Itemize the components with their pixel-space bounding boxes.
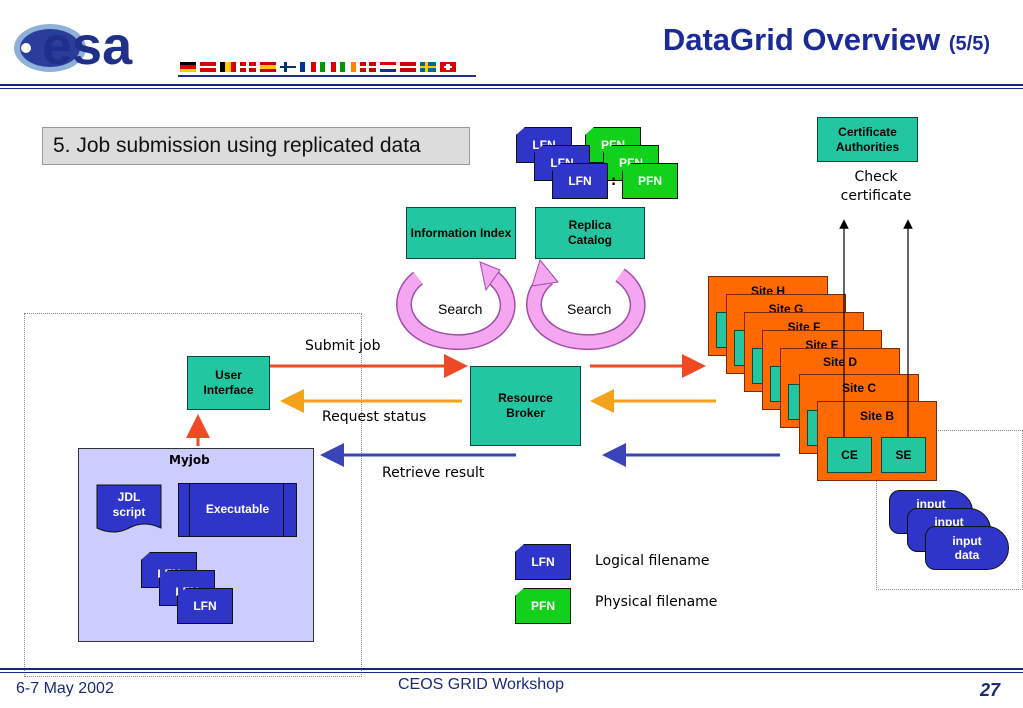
header-rule <box>0 84 1023 86</box>
retrieve-result-label: Retrieve result <box>382 465 485 481</box>
replica-pfn-tag-3: PFN <box>622 163 678 199</box>
input-data-disk-3: input data <box>925 526 1009 570</box>
replica-lfn-tag-3: LFN <box>552 163 608 199</box>
replica-catalog-label: Replica Catalog <box>567 218 612 247</box>
myjob-lfn-tag-3: LFN <box>177 588 233 624</box>
resource-broker[interactable]: Resource Broker <box>470 366 581 446</box>
jdl-script-label: JDL script <box>112 490 146 519</box>
executable-box[interactable]: Executable <box>178 483 297 537</box>
certificate-authorities-label: Certificate Authorities <box>835 124 900 154</box>
footer-event: CEOS GRID Workshop <box>398 676 564 693</box>
replica-ellipsis: : <box>611 174 617 189</box>
site-b-se[interactable]: SE <box>881 437 926 473</box>
header-rule-thin <box>0 88 1023 89</box>
logo-text: esa <box>42 16 133 76</box>
request-status-label: Request status <box>322 409 427 425</box>
jdl-script-doc[interactable]: JDL script <box>96 484 162 536</box>
site-d-label: Site D <box>822 355 857 369</box>
resource-broker-label: Resource Broker <box>498 391 553 420</box>
legend-pfn-text: Physical filename <box>595 594 718 610</box>
legend-lfn-tag: LFN <box>515 544 571 580</box>
title-main: DataGrid Overview <box>662 22 941 57</box>
executable-label: Executable <box>205 502 270 516</box>
site-c-label: Site C <box>841 381 876 395</box>
footer-date: 6-7 May 2002 <box>16 680 114 697</box>
site-b-label: Site B <box>859 409 894 423</box>
slide-subtitle: 5. Job submission using replicated data <box>42 127 470 165</box>
user-side-boundary <box>24 313 362 677</box>
search-left-label: Search <box>438 301 483 317</box>
submit-job-label: Submit job <box>305 338 381 354</box>
esa-logo: esa <box>8 14 478 80</box>
search-right-label: Search <box>567 301 612 317</box>
page-title: DataGrid Overview (5/5) <box>520 22 990 58</box>
myjob-title: Myjob <box>169 453 210 467</box>
legend-pfn-tag: PFN <box>515 588 571 624</box>
replica-catalog[interactable]: Replica Catalog <box>535 207 645 259</box>
user-interface[interactable]: User Interface <box>187 356 270 410</box>
check-certificate-label: Check certificate <box>840 169 912 204</box>
information-index-label: Information Index <box>410 225 512 240</box>
certificate-authorities[interactable]: Certificate Authorities <box>817 117 918 162</box>
site-b-ce[interactable]: CE <box>827 437 872 473</box>
footer-rule <box>0 668 1023 670</box>
information-index[interactable]: Information Index <box>406 207 516 259</box>
user-interface-label: User Interface <box>203 368 254 397</box>
page-number: 27 <box>980 680 1001 700</box>
footer-rule-thin <box>0 672 1023 673</box>
legend-lfn-text: Logical filename <box>595 553 710 569</box>
title-suffix: (5/5) <box>948 33 990 55</box>
